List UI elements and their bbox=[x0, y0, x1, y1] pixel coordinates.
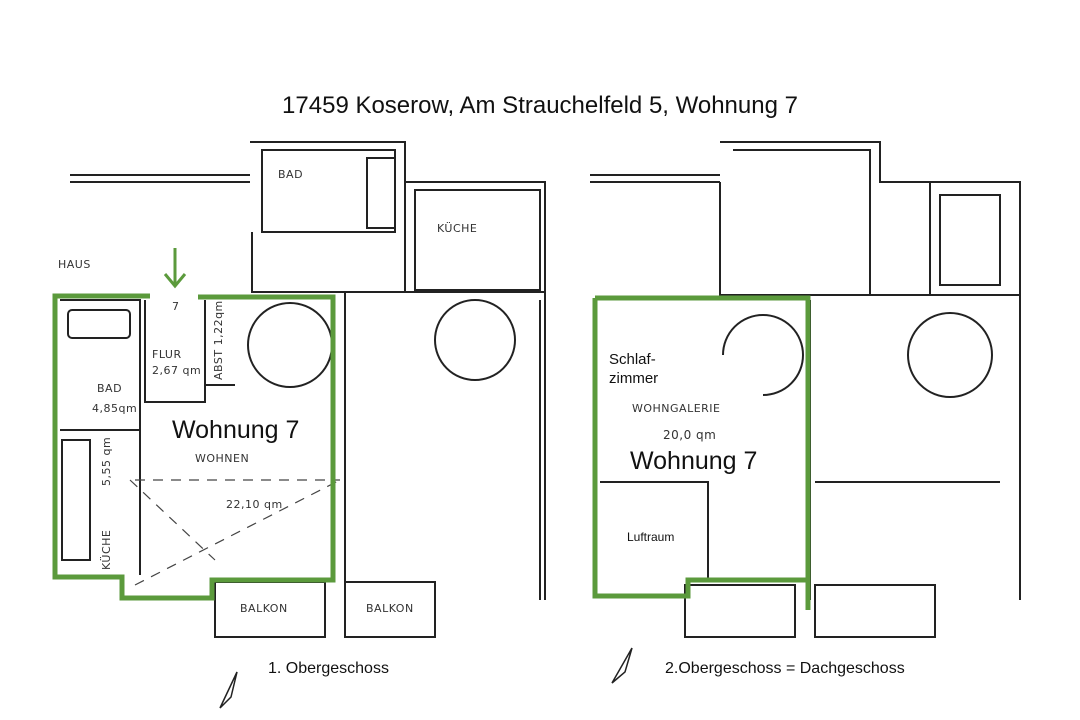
apartment-label-floor2: Wohnung 7 bbox=[630, 447, 758, 475]
room-label-abst: ABST 1,22qm bbox=[212, 300, 225, 380]
north-arrow-icon bbox=[219, 647, 633, 709]
apartment-label-floor1: Wohnung 7 bbox=[172, 416, 300, 444]
room-area-flur: 2,67 qm bbox=[152, 364, 202, 377]
entrance-number: 7 bbox=[172, 300, 180, 313]
floor2-caption: 2.Obergeschoss = Dachgeschoss bbox=[665, 660, 905, 677]
room-area-wohngalerie: 20,0 qm bbox=[663, 428, 717, 442]
room-label-balkon-right: BALKON bbox=[366, 602, 414, 615]
room-label-kueche-top: KÜCHE bbox=[437, 222, 478, 235]
entrance-arrow-icon bbox=[163, 248, 187, 289]
room-label-wohngalerie: WOHNGALERIE bbox=[632, 402, 721, 415]
room-area-kueche: 5,55 qm bbox=[100, 436, 113, 486]
room-area-wohnen: 22,10 qm bbox=[226, 498, 283, 511]
room-area-bad: 4,85qm bbox=[92, 402, 138, 415]
room-label-bad-top: BAD bbox=[278, 168, 304, 181]
floor1-caption: 1. Obergeschoss bbox=[268, 660, 389, 677]
room-label-bad: BAD bbox=[97, 382, 123, 395]
apartment-outline-highlight bbox=[52, 293, 811, 610]
room-label-flur: FLUR bbox=[152, 348, 182, 361]
floor2-walls bbox=[590, 141, 1021, 638]
floor1-dashed-lines bbox=[129, 479, 341, 586]
room-label-balkon-left: BALKON bbox=[240, 602, 288, 615]
page-title: 17459 Koserow, Am Strauchelfeld 5, Wohnu… bbox=[282, 92, 798, 119]
room-label-kueche: KÜCHE bbox=[100, 529, 113, 570]
treppenhaus-label: HAUS bbox=[58, 258, 91, 271]
room-label-wohnen: WOHNEN bbox=[195, 452, 250, 465]
room-label-luftraum: Luftraum bbox=[627, 530, 675, 544]
room-label-schlafzimmer: Schlaf- zimmer bbox=[609, 351, 659, 387]
floor1-walls bbox=[60, 141, 546, 638]
